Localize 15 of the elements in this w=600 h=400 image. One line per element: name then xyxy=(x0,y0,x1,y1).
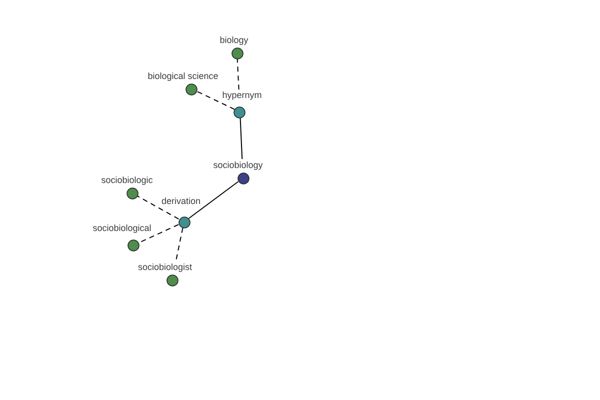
node-label: sociobiologist xyxy=(138,262,192,272)
node-label: sociobiological xyxy=(92,223,152,233)
dashed-connector xyxy=(236,58,240,90)
node-label: sociobiologic xyxy=(101,174,153,184)
dashed-connector xyxy=(175,227,184,262)
node-label: sociobiology xyxy=(213,160,263,170)
connector-line xyxy=(188,181,239,219)
node-label: biology xyxy=(220,34,248,44)
node-label: derivation xyxy=(161,196,201,206)
connector-line xyxy=(240,118,243,160)
node-label: biological science xyxy=(148,70,218,80)
dashed-connector xyxy=(139,224,179,243)
dashed-connector xyxy=(136,195,180,220)
node-label: hypernym xyxy=(222,90,262,100)
dashed-connector xyxy=(196,91,236,110)
